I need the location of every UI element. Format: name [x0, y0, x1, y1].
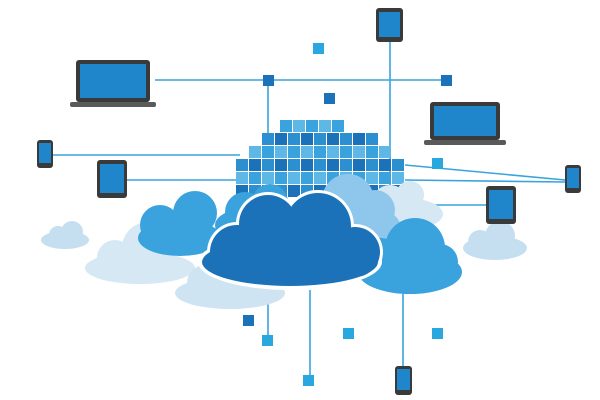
grid-cell — [327, 146, 339, 158]
grid-cell — [314, 172, 326, 184]
grid-cell — [288, 146, 300, 158]
grid-cell — [379, 172, 391, 184]
node-square — [432, 328, 443, 339]
node-square — [343, 328, 354, 339]
grid-cell — [288, 185, 300, 197]
grid-cell — [288, 172, 300, 184]
grid-cell — [353, 133, 365, 145]
laptop-icon — [424, 102, 506, 145]
node-square — [313, 43, 324, 54]
grid-cell — [249, 172, 261, 184]
cloud-icon — [138, 191, 222, 256]
phone-icon — [395, 366, 412, 395]
grid-cell — [262, 159, 274, 171]
grid-cell — [236, 159, 248, 171]
tablet-icon — [486, 186, 516, 224]
grid-cell — [392, 172, 404, 184]
grid-cell — [249, 146, 261, 158]
cloud-icon — [41, 221, 89, 249]
grid-cell — [353, 146, 365, 158]
phone-icon — [565, 165, 581, 193]
node-square — [243, 315, 254, 326]
node-square — [432, 158, 443, 169]
grid-cell — [340, 159, 352, 171]
grid-cell — [340, 146, 352, 158]
grid-cell — [392, 159, 404, 171]
connector-line — [404, 164, 566, 181]
grid-cell — [275, 146, 287, 158]
grid-cell — [327, 133, 339, 145]
grid-cell — [275, 133, 287, 145]
connector-line — [404, 179, 566, 183]
phone-icon — [37, 140, 53, 168]
grid-cell — [301, 159, 313, 171]
tablet-icon — [97, 160, 127, 198]
grid-cell — [301, 172, 313, 184]
grid-cell — [275, 172, 287, 184]
node-square — [303, 375, 314, 386]
grid-cell — [262, 146, 274, 158]
grid-cell — [332, 120, 344, 132]
grid-cell — [275, 159, 287, 171]
grid-cell — [314, 159, 326, 171]
tablet-icon — [376, 8, 403, 42]
grid-cell — [249, 159, 261, 171]
laptop-icon — [70, 60, 156, 107]
grid-cell — [366, 133, 378, 145]
grid-cell — [280, 120, 292, 132]
grid-cell — [340, 133, 352, 145]
grid-cell — [379, 159, 391, 171]
grid-cell — [306, 120, 318, 132]
grid-cell — [293, 120, 305, 132]
cloud-icon — [463, 221, 527, 260]
grid-cell — [353, 159, 365, 171]
grid-cell — [327, 159, 339, 171]
node-square — [263, 75, 274, 86]
grid-cell — [366, 172, 378, 184]
node-square — [441, 75, 452, 86]
node-square — [262, 335, 273, 346]
grid-cell — [288, 159, 300, 171]
node-squares — [243, 43, 452, 386]
grid-cell — [262, 172, 274, 184]
grid-cell — [366, 146, 378, 158]
data-grid-icon — [236, 120, 404, 197]
grid-cell — [301, 133, 313, 145]
grid-cell — [319, 120, 331, 132]
grid-cell — [301, 146, 313, 158]
grid-cell — [236, 172, 248, 184]
grid-cell — [288, 133, 300, 145]
node-square — [324, 93, 335, 104]
grid-cell — [314, 146, 326, 158]
grid-cell — [379, 146, 391, 158]
grid-cell — [262, 133, 274, 145]
main-cloud-icon — [198, 190, 383, 290]
grid-cell — [314, 133, 326, 145]
connector-lines — [52, 42, 566, 380]
grid-cell — [366, 159, 378, 171]
